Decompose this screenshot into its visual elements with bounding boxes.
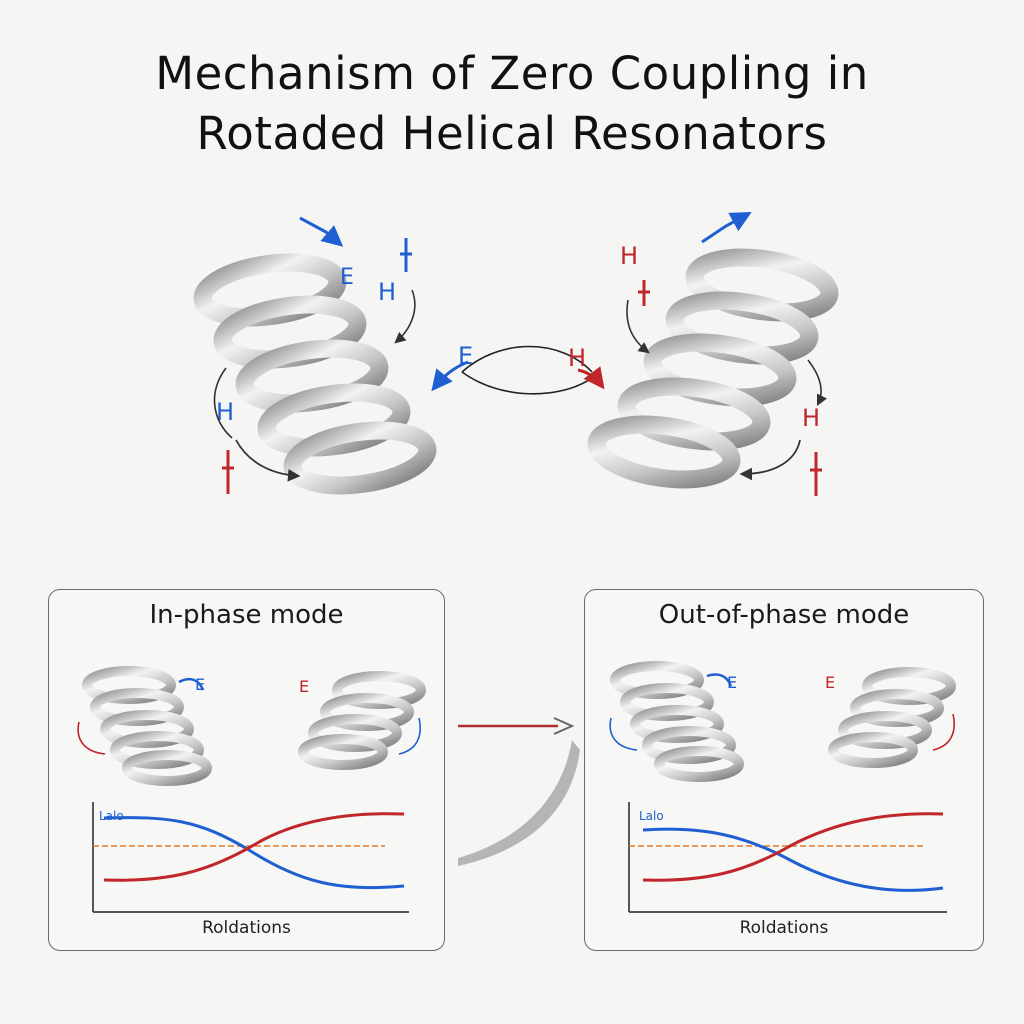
- left-loop-arrow: [213, 367, 233, 439]
- resonator-pair-diagram: E E H H H H H: [193, 211, 839, 496]
- out-of-phase-panel: Out-of-phase mode E E Lalo Roldations: [584, 589, 984, 951]
- left-h-return-arrow: [394, 289, 416, 344]
- out-of-phase-right-e-label: E: [825, 673, 835, 692]
- in-phase-title: In-phase mode: [149, 600, 344, 630]
- out-of-phase-title: Out-of-phase mode: [658, 600, 910, 630]
- coupling-arc-top: [461, 345, 593, 373]
- right-h-arrow: [577, 366, 605, 390]
- out-of-phase-x-label: Roldations: [739, 918, 829, 938]
- title-line-1: Mechanism of Zero Coupling in: [155, 47, 869, 100]
- in-phase-left-coil: [82, 666, 212, 786]
- title-line-2: Rotaded Helical Resonators: [196, 107, 828, 160]
- center-e-label: E: [458, 342, 473, 370]
- in-phase-right-e-label: E: [299, 677, 309, 696]
- left-bottom-arrow: [235, 439, 301, 482]
- out-of-phase-right-coil: [828, 667, 956, 768]
- center-h-label: H: [568, 344, 586, 372]
- left-e-arrow: [431, 360, 469, 392]
- in-phase-illustration: E E Lalo: [77, 666, 426, 913]
- right-top-h-marker: [638, 280, 650, 306]
- out-of-phase-y-label: Lalo: [639, 809, 664, 823]
- left-bottom-h-label: H: [216, 398, 234, 426]
- right-bottom-h-label: H: [802, 404, 820, 432]
- coupling-arc-bottom: [461, 371, 593, 395]
- out-of-phase-left-coil: [610, 661, 744, 782]
- in-phase-red-curve: [103, 812, 405, 882]
- out-of-phase-blue-curve: [642, 827, 944, 892]
- right-upper-loop-arrow: [626, 299, 650, 354]
- curved-arrow-icon: [458, 740, 580, 866]
- right-bottom-arrow: [739, 439, 801, 481]
- transition-arrow-icon: [458, 717, 580, 866]
- out-of-phase-red-curve: [642, 812, 944, 882]
- diagram-title: Mechanism of Zero Coupling in Rotaded He…: [0, 44, 1024, 164]
- in-phase-blue-curve: [103, 816, 405, 890]
- right-top-h-label: H: [620, 242, 638, 270]
- in-phase-left-e-label: E: [195, 675, 205, 694]
- out-of-phase-left-e-label: E: [727, 673, 737, 692]
- in-phase-panel: In-phase mode E E Lalo Roldations: [48, 589, 445, 951]
- left-top-e-label: E: [340, 265, 354, 290]
- in-phase-y-label: Lalo: [99, 809, 124, 823]
- left-helical-resonator: [193, 253, 437, 495]
- left-top-h-label: H: [378, 278, 396, 306]
- right-loop-arrow: [807, 359, 828, 407]
- left-top-field-arrow: [299, 216, 344, 247]
- in-phase-x-label: Roldations: [202, 918, 291, 938]
- in-phase-right-coil: [298, 671, 426, 770]
- right-bottom-h-marker: [810, 452, 822, 496]
- left-bottom-h-marker: [222, 450, 234, 494]
- left-top-h-marker: [400, 238, 412, 272]
- right-top-field-arrow: [701, 211, 752, 244]
- right-helical-resonator: [587, 248, 839, 489]
- out-of-phase-illustration: E E Lalo: [609, 661, 956, 913]
